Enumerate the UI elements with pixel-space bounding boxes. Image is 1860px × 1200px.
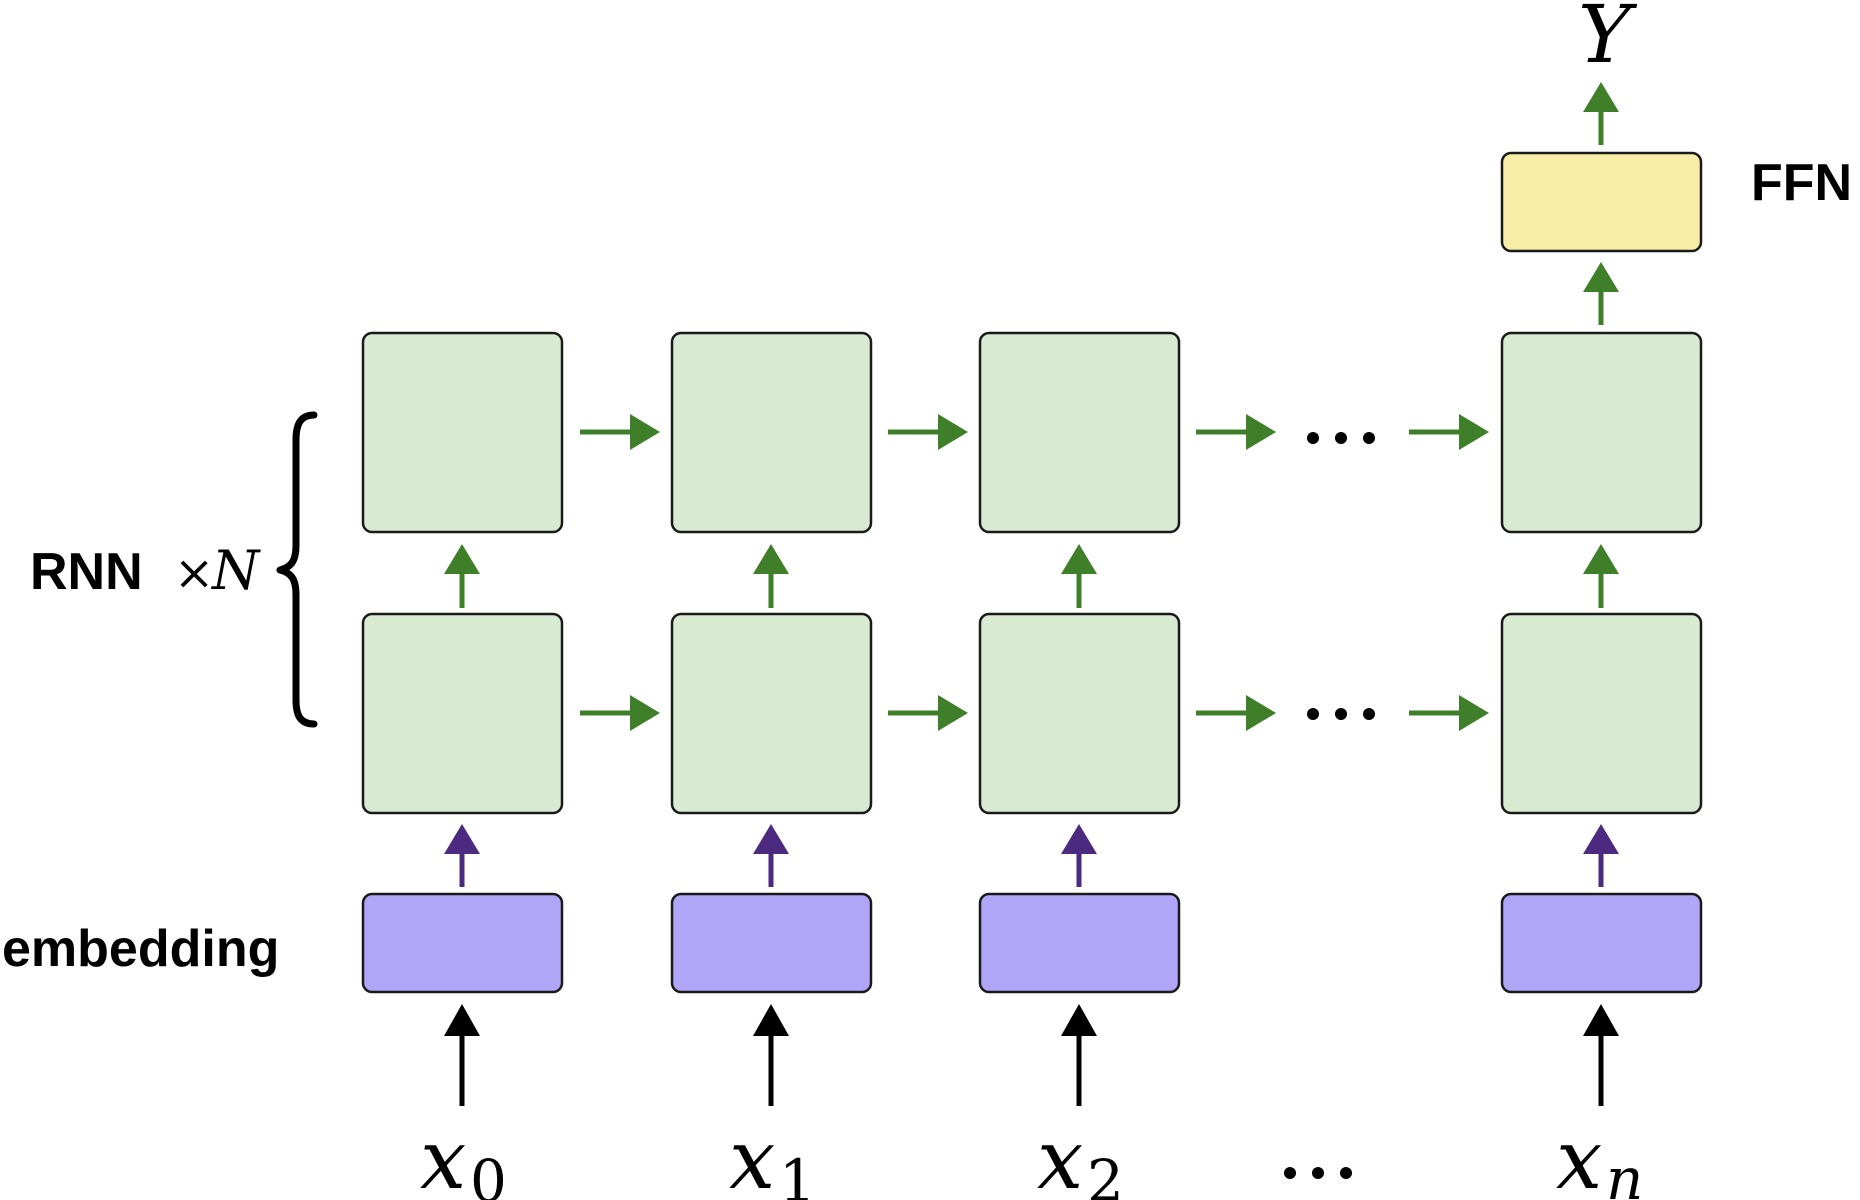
layer-arrow-n — [1583, 544, 1619, 608]
embedding-arrow-1 — [753, 824, 789, 887]
input-label-2: x 2 — [1037, 1113, 1124, 1200]
embedding-box-n — [1500, 892, 1703, 994]
input-label-n: x n — [1556, 1113, 1643, 1200]
layer-arrow-0 — [444, 544, 480, 608]
embedding-label: embedding — [2, 920, 279, 978]
embedding-box-2 — [978, 892, 1181, 994]
input-label-0: x 0 — [420, 1113, 507, 1200]
rnn-cell-lower-2 — [978, 612, 1181, 815]
layer-brace — [276, 411, 318, 728]
rnn-cell-lower-1 — [670, 612, 873, 815]
ffn-box — [1500, 151, 1703, 253]
input-arrow-0 — [444, 1004, 480, 1106]
rnn-cell-upper-n — [1500, 331, 1703, 534]
recurrent-arrow-upper-2 — [888, 414, 968, 450]
n-layers-symbol: N — [210, 539, 261, 602]
rnn-to-ffn-arrow — [1583, 262, 1619, 325]
svg-text:x: x — [729, 1113, 775, 1200]
svg-text:x: x — [1556, 1113, 1602, 1200]
svg-text:2: 2 — [1087, 1147, 1124, 1200]
embedding-arrow-2 — [1061, 824, 1097, 887]
input-arrow-2 — [1061, 1004, 1097, 1106]
recurrent-arrow-lower-3 — [1196, 695, 1276, 731]
rnn-cell-lower-0 — [361, 612, 564, 815]
rnn-cell-lower-n — [1500, 612, 1703, 815]
embedding-box-0 — [361, 892, 564, 994]
ffn-label: FFN — [1751, 154, 1852, 212]
recurrent-arrow-lower-1 — [580, 695, 660, 731]
ellipsis-lower — [1307, 708, 1375, 720]
rnn-cell-upper-1 — [670, 331, 873, 534]
recurrent-arrow-upper-4 — [1409, 414, 1489, 450]
rnn-cell-upper-0 — [361, 331, 564, 534]
svg-text:0: 0 — [470, 1147, 507, 1200]
ellipsis-inputs — [1284, 1167, 1352, 1179]
ellipsis-upper — [1307, 432, 1375, 444]
recurrent-arrow-upper-1 — [580, 414, 660, 450]
layer-arrow-1 — [753, 544, 789, 608]
input-arrow-n — [1583, 1004, 1619, 1106]
svg-text:x: x — [420, 1113, 466, 1200]
input-label-1: x 1 — [729, 1113, 816, 1200]
rnn-label: RNN — [30, 543, 143, 601]
embedding-box-1 — [670, 892, 873, 994]
svg-text:1: 1 — [779, 1147, 816, 1200]
recurrent-arrow-lower-4 — [1409, 695, 1489, 731]
input-arrow-1 — [753, 1004, 789, 1106]
embedding-arrow-0 — [444, 824, 480, 887]
rnn-cell-upper-2 — [978, 331, 1181, 534]
layer-arrow-2 — [1061, 544, 1097, 608]
ffn-to-output-arrow — [1583, 82, 1619, 145]
recurrent-arrow-lower-2 — [888, 695, 968, 731]
svg-text:x: x — [1037, 1113, 1083, 1200]
times-symbol: × — [174, 545, 214, 601]
output-symbol: Y — [1578, 0, 1638, 81]
svg-text:n: n — [1606, 1145, 1643, 1200]
recurrent-arrow-upper-3 — [1196, 414, 1276, 450]
embedding-arrow-n — [1583, 824, 1619, 887]
